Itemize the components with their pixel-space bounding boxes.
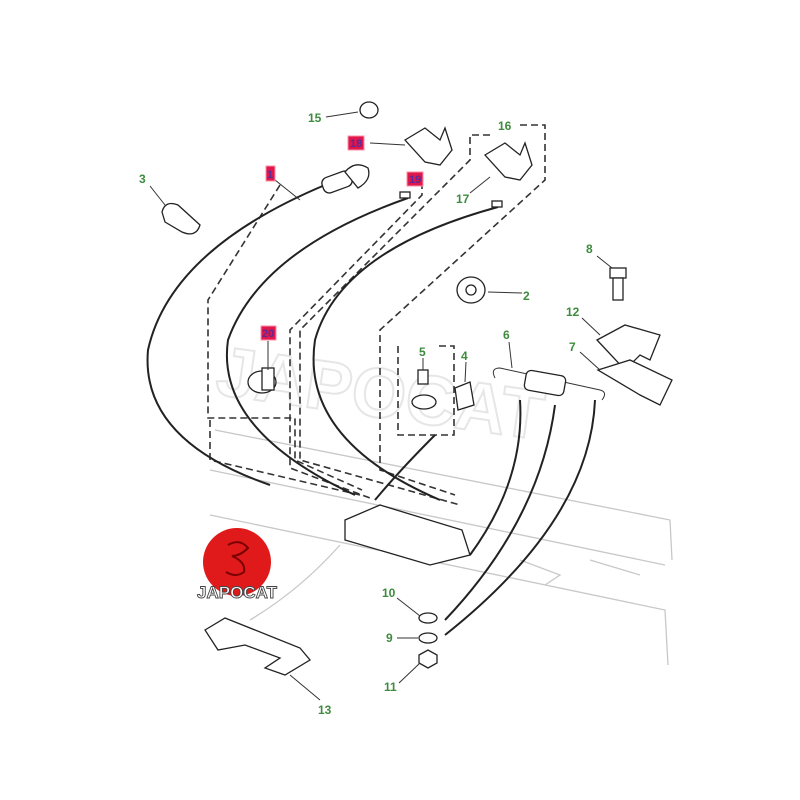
highlight-label-20: 20 bbox=[260, 325, 277, 341]
part-8-bolt bbox=[609, 267, 627, 301]
label-13: 13 bbox=[318, 703, 332, 717]
part-15-grommet bbox=[359, 101, 379, 119]
part-3-clip bbox=[161, 202, 201, 235]
part-10-washer bbox=[418, 612, 438, 624]
release-cables bbox=[146, 184, 596, 636]
highlight-label-19: 19 bbox=[406, 171, 424, 187]
label-10: 10 bbox=[382, 586, 396, 600]
highlight-label-18: 18 bbox=[347, 135, 365, 151]
svg-text:19: 19 bbox=[409, 174, 421, 186]
part-6-spring bbox=[492, 367, 606, 401]
cable-end bbox=[399, 191, 411, 199]
body-outline bbox=[209, 429, 673, 666]
japocat-logo: JAPOCAT bbox=[197, 528, 278, 602]
label-7: 7 bbox=[569, 340, 576, 354]
svg-text:1: 1 bbox=[267, 169, 273, 181]
part-13-plate bbox=[204, 617, 311, 676]
part-17-catch bbox=[483, 141, 533, 181]
part-9-washer bbox=[418, 632, 438, 644]
label-9: 9 bbox=[386, 631, 393, 645]
cable-end bbox=[491, 200, 503, 208]
latch-base bbox=[344, 504, 471, 566]
label-8: 8 bbox=[586, 242, 593, 256]
part-4-clip bbox=[454, 381, 475, 411]
logo-text: JAPOCAT bbox=[197, 583, 278, 602]
part-7-bracket bbox=[596, 359, 673, 406]
label-16: 16 bbox=[498, 119, 512, 133]
label-5: 5 bbox=[419, 345, 426, 359]
part-1-cable-handle bbox=[321, 164, 370, 194]
highlight-label-1: 1 bbox=[265, 165, 276, 182]
svg-text:20: 20 bbox=[262, 328, 274, 340]
svg-text:18: 18 bbox=[350, 138, 362, 150]
part-18-catch bbox=[403, 126, 453, 166]
label-2: 2 bbox=[523, 289, 530, 303]
label-17: 17 bbox=[456, 192, 470, 206]
dashed-groupings bbox=[207, 124, 546, 506]
label-11: 11 bbox=[384, 680, 397, 694]
label-12: 12 bbox=[566, 305, 580, 319]
part-20-plug bbox=[247, 367, 277, 394]
part-11-nut bbox=[418, 649, 438, 669]
label-4: 4 bbox=[461, 349, 468, 363]
label-6: 6 bbox=[503, 328, 510, 342]
label-3: 3 bbox=[139, 172, 146, 186]
part-2-grommet bbox=[456, 276, 486, 304]
leader-lines bbox=[149, 111, 613, 701]
label-15: 15 bbox=[308, 111, 322, 125]
